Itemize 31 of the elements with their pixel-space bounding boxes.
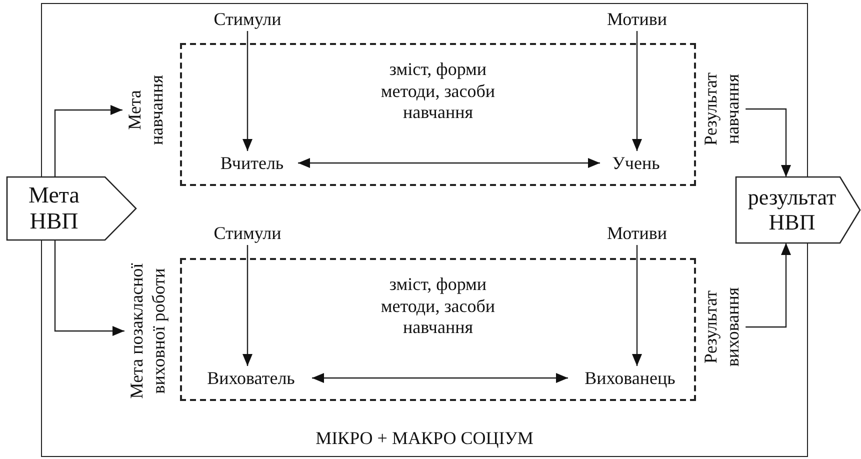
arrow: [242, 31, 252, 151]
result-label: Результат навчання: [700, 59, 744, 159]
dashed-process-box: [180, 258, 696, 401]
stimulus-label: Стимули: [205, 7, 290, 31]
goal-label: Мета позакласної виховної роботи: [126, 246, 170, 416]
participant-label: Вихованець: [572, 366, 688, 390]
environment-label: МІКРО + МАКРО СОЦІУМ: [316, 428, 534, 450]
participant-label: Вихователь: [196, 366, 306, 390]
arrow: [746, 108, 791, 177]
goal-pentagon: [7, 177, 136, 240]
arrow: [632, 245, 642, 366]
result-label: Результат виховання: [700, 277, 744, 377]
result-pentagon: [736, 177, 860, 243]
pentagon-label: результат НВП: [746, 184, 838, 236]
content-label: зміст, форми методи, засоби навчання: [380, 274, 496, 339]
double-arrow: [298, 158, 600, 168]
arrow: [746, 243, 791, 328]
double-arrow: [312, 373, 568, 383]
content-label: зміст, форми методи, засоби навчання: [380, 59, 496, 124]
stimulus-label: Стимули: [205, 221, 290, 245]
participant-label: Вчитель: [212, 151, 292, 175]
arrow: [54, 105, 122, 177]
arrow: [242, 245, 252, 366]
goal-label: Мета навчання: [124, 62, 168, 158]
motive-label: Мотиви: [598, 221, 676, 245]
arrow: [632, 31, 642, 151]
pentagon-label: Мета НВП: [28, 182, 80, 235]
dashed-process-box: [180, 43, 696, 186]
participant-label: Учень: [604, 151, 668, 175]
motive-label: Мотиви: [598, 7, 676, 31]
arrow: [54, 240, 124, 336]
